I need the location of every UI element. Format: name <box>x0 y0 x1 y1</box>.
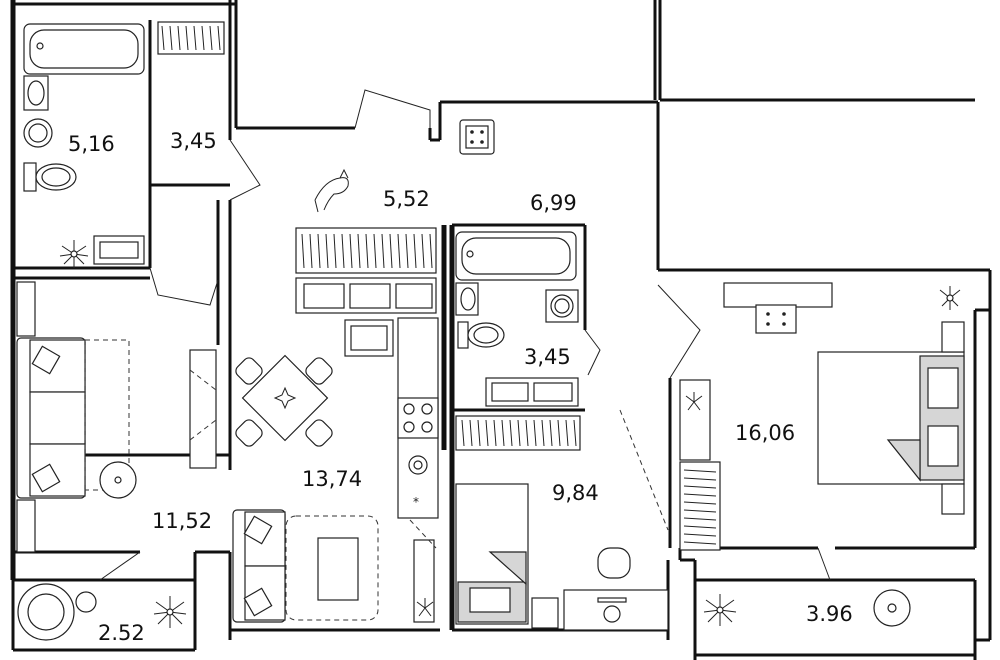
area-label-bathroom-2: 3,45 <box>524 345 571 369</box>
walls <box>10 0 992 660</box>
plant-icon <box>703 594 737 626</box>
area-label-balcony-1: 2.52 <box>98 621 145 645</box>
plant-icon <box>685 392 703 411</box>
plant-icon <box>416 598 434 617</box>
area-label-bedroom-1: 11,52 <box>152 509 212 533</box>
area-label-closet-1: 3,45 <box>170 129 217 153</box>
area-label-hallway: 5,52 <box>383 187 430 211</box>
area-label-bathroom-1: 5,16 <box>68 132 115 156</box>
area-label-balcony-2: 3.96 <box>806 602 853 626</box>
plant-icon <box>59 240 89 268</box>
balcony-2-fixtures <box>703 589 911 627</box>
area-labels: 5,16 3,45 5,52 6,99 3,45 13,74 11,52 9,8… <box>68 129 853 645</box>
bedroom-1-fixtures <box>16 281 137 553</box>
kitchen-living-fixtures: * <box>189 317 439 623</box>
svg-text:*: * <box>413 495 419 509</box>
balcony-1-fixtures <box>17 583 187 641</box>
area-label-kitchen-living: 13,74 <box>302 467 362 491</box>
area-label-bedroom-2: 9,84 <box>552 481 599 505</box>
bathroom-2-fixtures <box>455 231 579 407</box>
dog-icon <box>314 168 349 213</box>
bedroom-2-fixtures <box>455 409 669 631</box>
flower-icon <box>273 386 297 410</box>
area-label-corridor: 6,99 <box>530 191 577 215</box>
bedroom-3-fixtures <box>679 282 965 551</box>
hallway-fixtures <box>295 119 495 314</box>
closet-shelves <box>157 21 225 55</box>
bathroom-1-fixtures <box>23 23 145 268</box>
plant-icon <box>939 286 961 310</box>
plant-icon <box>153 596 187 628</box>
area-label-bedroom-3: 16,06 <box>735 421 795 445</box>
